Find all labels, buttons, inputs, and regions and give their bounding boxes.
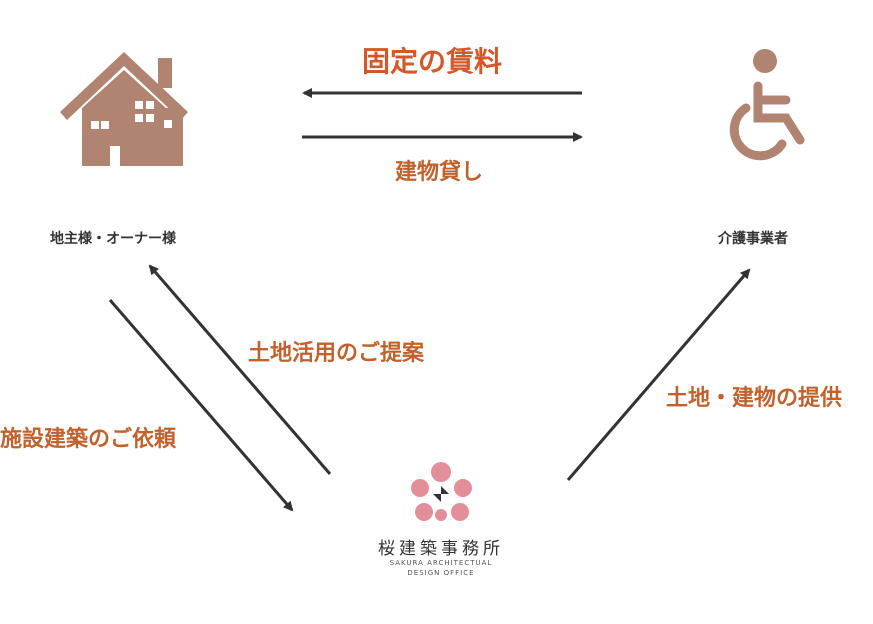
wheelchair-icon bbox=[729, 49, 805, 161]
logo-name-jp: 桜建築事務所 bbox=[378, 539, 504, 559]
arrow-request bbox=[108, 299, 294, 512]
logo-name-en-line2: DESIGN OFFICE bbox=[407, 569, 475, 577]
fixed-rent-label: 固定の賃料 bbox=[362, 45, 503, 78]
land-building-provision-label: 土地・建物の提供 bbox=[666, 386, 843, 411]
sakura-blossom-icon bbox=[411, 462, 472, 521]
operator-label: 介護事業者 bbox=[718, 231, 788, 247]
arrow-proposal bbox=[148, 264, 332, 475]
land-use-proposal-label: 土地活用のご提案 bbox=[248, 341, 425, 366]
building-lease-label: 建物貸し bbox=[395, 160, 484, 185]
arrow-provision bbox=[566, 268, 751, 481]
house-icon bbox=[60, 52, 188, 166]
owner-label: 地主様・オーナー様 bbox=[50, 231, 176, 247]
logo-name-en-line1: SAKURA ARCHITECTUAL bbox=[389, 559, 493, 567]
construction-request-label: 施設建築のご依頼 bbox=[0, 427, 177, 452]
